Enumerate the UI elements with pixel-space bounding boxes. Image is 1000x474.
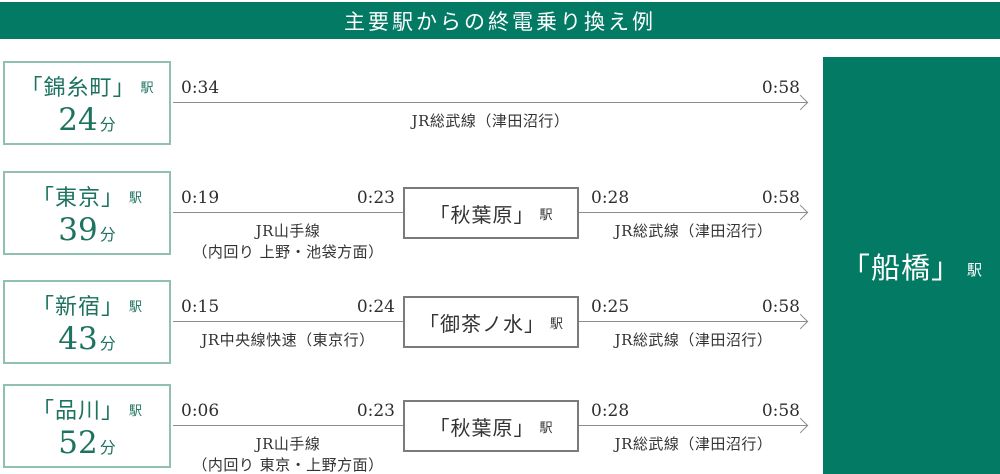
- arrive-time: 0:58: [761, 297, 800, 317]
- line-name: JR総武線（津田沼行）: [411, 112, 570, 130]
- station-suffix: 駅: [129, 299, 143, 315]
- route-line: [173, 321, 403, 322]
- line-name: JR中央線快速（東京行）: [201, 331, 375, 349]
- route-line: [579, 425, 808, 426]
- line-name: JR山手線: [255, 435, 321, 453]
- travel-minutes: 24: [58, 102, 98, 138]
- travel-time-line: 39 分: [58, 215, 115, 246]
- origin-station-name-line: 「錦糸町」 駅: [20, 70, 153, 102]
- station-suffix: 駅: [129, 403, 143, 419]
- line-direction: （内回り 上野・池袋方面）: [192, 243, 384, 261]
- station-name: 「新宿」: [31, 295, 124, 320]
- station-suffix: 駅: [539, 420, 553, 436]
- travel-time-line: 43 分: [58, 324, 115, 355]
- depart-time: 0:25: [591, 297, 630, 317]
- depart-time: 0:15: [181, 297, 220, 317]
- travel-time-line: 24 分: [58, 105, 115, 136]
- minutes-unit: 分: [99, 225, 116, 244]
- route-line: [173, 212, 403, 213]
- station-name: 「東京」: [31, 186, 124, 211]
- origin-station-box: 「錦糸町」 駅 24 分: [3, 61, 171, 145]
- arrive-time: 0:23: [356, 401, 395, 421]
- route-line: [173, 102, 808, 103]
- station-suffix: 駅: [539, 207, 553, 223]
- travel-minutes: 39: [58, 212, 98, 248]
- origin-station-box: 「新宿」 駅 43 分: [3, 280, 171, 364]
- line-name: JR総武線（津田沼行）: [614, 435, 773, 453]
- route-line: [579, 212, 808, 213]
- via-station-box: 「秋葉原」 駅: [403, 187, 579, 239]
- line-name: JR総武線（津田沼行）: [614, 331, 773, 349]
- depart-time: 0:06: [181, 401, 220, 421]
- station-suffix: 駅: [140, 80, 154, 96]
- station-name: 「御茶ノ水」: [418, 311, 545, 336]
- station-suffix: 駅: [129, 190, 143, 206]
- route-row-shinjuku: 「新宿」 駅 43 分 0:15 0:24 JR中央線快速（東京行） 「御茶ノ水…: [0, 277, 1000, 371]
- route-row-tokyo: 「東京」 駅 39 分 0:19 0:23 JR山手線 （内回り 上野・池袋方面…: [0, 168, 1000, 262]
- origin-station-box: 「品川」 駅 52 分: [3, 384, 171, 468]
- depart-time: 0:28: [591, 401, 630, 421]
- route-row-shinagawa: 「品川」 駅 52 分 0:06 0:23 JR山手線 （内回り 東京・上野方面…: [0, 381, 1000, 474]
- page-title: 主要駅からの終電乗り換え例: [344, 9, 656, 34]
- arrive-time: 0:23: [356, 188, 395, 208]
- arrive-time: 0:58: [761, 188, 800, 208]
- origin-station-name-line: 「東京」 駅: [32, 180, 142, 212]
- station-name: 「船橋」: [840, 250, 961, 285]
- minutes-unit: 分: [99, 115, 116, 134]
- station-name: 「秋葉原」: [429, 415, 535, 440]
- route-row-kinshicho: 「錦糸町」 駅 24 分 0:34 0:58 JR総武線（津田沼行）: [0, 58, 1000, 152]
- via-station-box: 「秋葉原」 駅: [403, 400, 579, 452]
- station-suffix: 駅: [549, 316, 563, 332]
- station-name: 「錦糸町」: [20, 76, 136, 101]
- line-name: JR山手線: [255, 222, 321, 240]
- minutes-unit: 分: [99, 334, 116, 353]
- depart-time: 0:19: [181, 188, 220, 208]
- header-bar: 主要駅からの終電乗り換え例: [0, 2, 1000, 39]
- depart-time: 0:34: [181, 78, 220, 98]
- route-line: [173, 425, 403, 426]
- origin-station-box: 「東京」 駅 39 分: [3, 171, 171, 255]
- origin-station-name-line: 「品川」 駅: [32, 393, 142, 425]
- destination-station-box: 「船橋」 駅: [823, 57, 1000, 474]
- minutes-unit: 分: [99, 438, 116, 457]
- travel-time-line: 52 分: [58, 428, 115, 459]
- travel-minutes: 52: [58, 425, 98, 461]
- route-line: [579, 321, 808, 322]
- arrive-time: 0:24: [356, 297, 395, 317]
- origin-station-name-line: 「新宿」 駅: [32, 289, 142, 321]
- arrive-time: 0:58: [761, 78, 800, 98]
- station-suffix: 駅: [967, 261, 983, 279]
- travel-minutes: 43: [58, 321, 98, 357]
- arrive-time: 0:58: [761, 401, 800, 421]
- via-station-box: 「御茶ノ水」 駅: [403, 296, 579, 348]
- line-name: JR総武線（津田沼行）: [614, 222, 773, 240]
- station-name: 「秋葉原」: [429, 202, 535, 227]
- line-direction: （内回り 東京・上野方面）: [192, 456, 384, 474]
- station-name: 「品川」: [31, 399, 124, 424]
- depart-time: 0:28: [591, 188, 630, 208]
